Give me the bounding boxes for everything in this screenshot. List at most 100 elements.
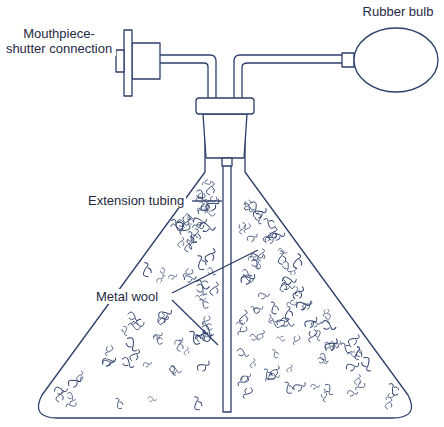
wool-curl [169, 218, 185, 232]
wool-curl [250, 258, 263, 270]
wool-curl [292, 253, 302, 269]
wool-curl [295, 297, 312, 312]
wool-curl [266, 314, 274, 324]
mouthpiece-nub [116, 50, 124, 72]
wool-curl [242, 202, 255, 213]
wool-curl [303, 314, 319, 330]
wool-curl [280, 318, 295, 328]
wool-curl [159, 267, 168, 277]
wool-curl [101, 356, 115, 368]
wool-curl [254, 213, 265, 226]
leader-line [172, 300, 218, 345]
part-label: Rubber bulb [350, 4, 444, 19]
wool-curl [310, 382, 320, 389]
wool-curl [142, 359, 152, 368]
wool-curl [176, 339, 184, 351]
wool-curl [322, 308, 330, 318]
wool-curl [168, 272, 178, 281]
wool-curl [269, 372, 280, 380]
stopper-body [203, 114, 247, 158]
mouthpiece-body [132, 43, 160, 79]
wool-curl [196, 358, 211, 374]
wool-curl [248, 200, 263, 215]
wool-curl [190, 395, 203, 411]
wool-curl [204, 210, 215, 217]
wool-curl [318, 352, 330, 363]
wool-curl [325, 313, 333, 324]
wool-curl [250, 358, 255, 367]
right-tube [234, 55, 342, 98]
wool-curl [321, 320, 337, 331]
wool-curl [286, 299, 297, 308]
wool-curl [201, 314, 211, 326]
part-label: Extension tubing [86, 193, 186, 208]
wool-curl [53, 384, 68, 395]
wool-curl [236, 348, 250, 358]
wool-curl [148, 396, 157, 401]
wool-curl [347, 388, 359, 397]
wool-curl [173, 336, 183, 347]
wool-curl [292, 334, 301, 345]
wool-curl [185, 216, 194, 226]
wool-curl [253, 304, 264, 314]
wool-curl [240, 371, 252, 383]
wool-curl [345, 359, 360, 373]
wool-curl [194, 332, 211, 344]
wool-curl [249, 305, 260, 314]
wool-curl [339, 342, 354, 354]
wool-curl [156, 274, 165, 284]
wool-curl [323, 336, 339, 354]
wool-curl [314, 329, 324, 341]
wool-curl [196, 202, 210, 217]
wool-curl [191, 228, 202, 243]
wool-curl [257, 290, 270, 300]
wool-curl [256, 329, 266, 341]
wool-curl [281, 281, 295, 290]
wool-curl [184, 347, 189, 356]
wool-curl [176, 219, 189, 227]
shutter-flange [124, 30, 132, 96]
wool-curl [279, 279, 288, 292]
wool-curl [244, 199, 252, 210]
left-tube [160, 55, 216, 98]
wool-curl [76, 370, 83, 381]
wool-curl [353, 346, 363, 360]
wool-curl [246, 231, 259, 243]
wool-curl [199, 222, 215, 232]
wool-curl [359, 355, 375, 372]
wool-curl [152, 330, 163, 341]
wool-curl [56, 389, 64, 402]
extension-tubing [223, 158, 231, 412]
wool-curl [65, 399, 77, 410]
leader-line [192, 200, 222, 201]
wool-curl [385, 392, 395, 402]
wool-curl [281, 381, 294, 395]
wool-curl [120, 325, 130, 336]
bulb-neck [342, 53, 354, 67]
part-label: Metal wool [94, 289, 160, 304]
wool-curl [195, 283, 210, 296]
wool-curl [204, 247, 216, 264]
wool-curl [112, 397, 124, 410]
wool-curl [66, 392, 78, 402]
wool-curl [139, 261, 152, 278]
leader-line [172, 250, 258, 293]
wool-curl [270, 229, 286, 242]
wool-curl [276, 250, 287, 265]
wool-curl [178, 237, 185, 248]
stopper-top [196, 98, 254, 114]
wool-curl [262, 217, 277, 229]
wool-curl [258, 248, 266, 261]
wool-curl [317, 357, 328, 365]
wool-curl [241, 269, 253, 278]
wool-curl [292, 379, 307, 393]
wool-curl [124, 336, 141, 353]
wool-curl [129, 347, 141, 362]
wool-curl [354, 374, 361, 385]
wool-curl [201, 179, 211, 188]
wool-curl [321, 391, 329, 402]
wool-curl [101, 354, 117, 368]
wool-curl [264, 231, 279, 246]
wool-curl [322, 383, 336, 396]
wool-curl [128, 322, 140, 329]
